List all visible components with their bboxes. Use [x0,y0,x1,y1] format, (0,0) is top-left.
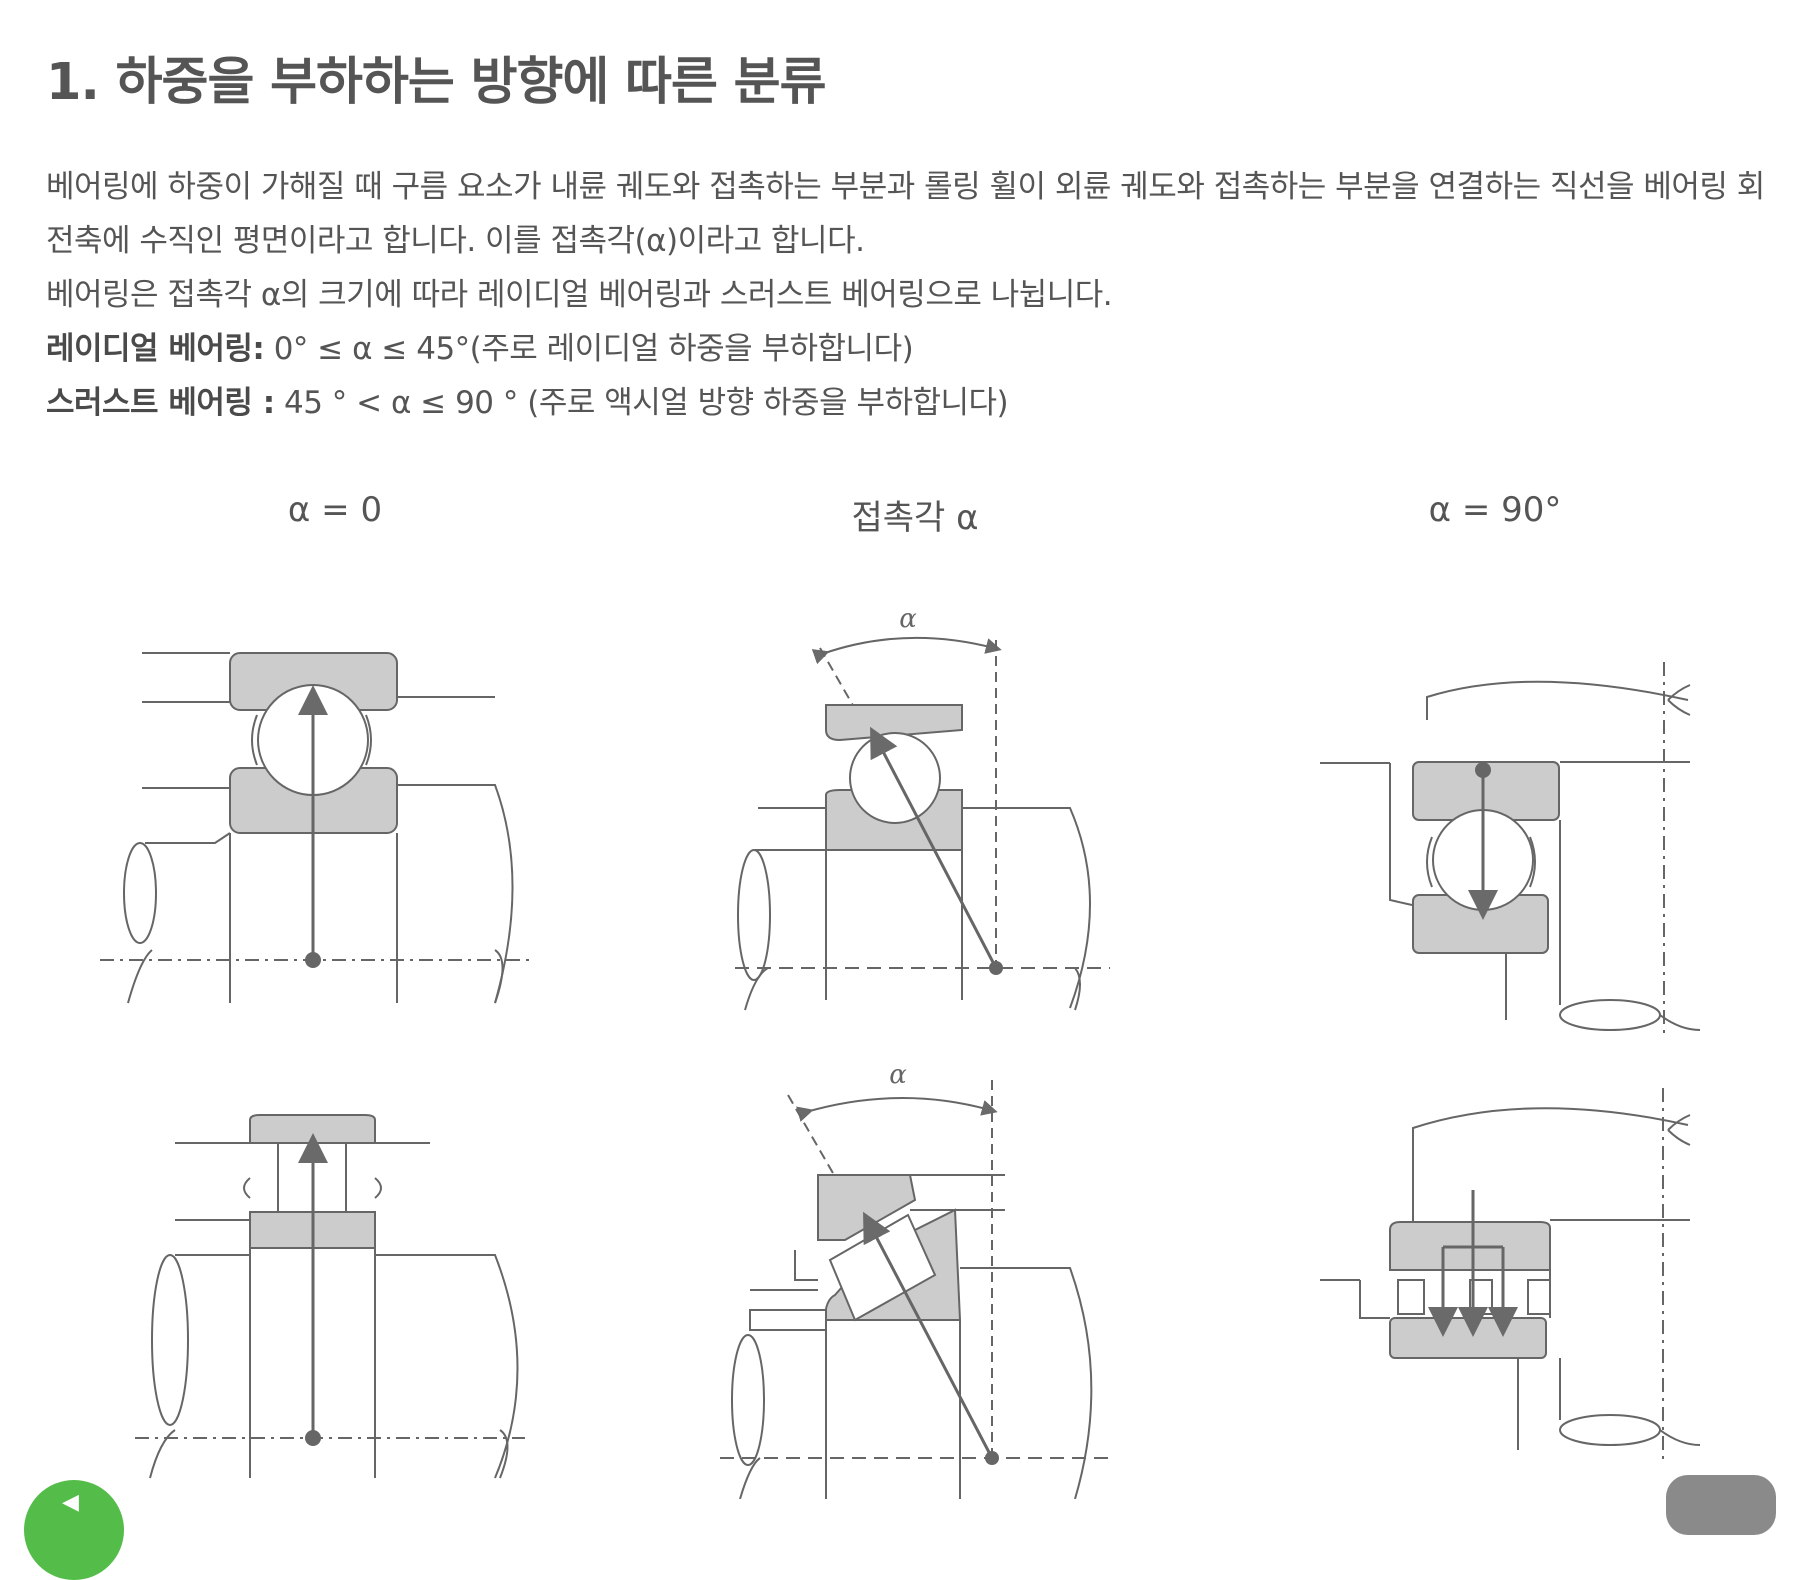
thrust-bearing-label: 스러스트 베어링 : [46,385,275,421]
chat-bubble-icon: ◀ [62,1490,79,1515]
column-label-alpha-ninety: α = 90° [1428,490,1562,530]
description-text: 베어링에 하중이 가해질 때 구름 요소가 내륜 궤도와 접촉하는 부분과 롤링… [46,160,1776,430]
scroll-top-button[interactable] [1666,1475,1776,1535]
column-label-alpha-zero: α = 0 [287,490,383,530]
alpha-label-bottom: α [889,1060,907,1090]
tapered-roller-bearing-diagram [720,1080,1110,1499]
radial-bearing-line: 레이디얼 베어링: 0° ≤ α ≤ 45°(주로 레이디얼 하중을 부하합니다… [46,322,1776,376]
radial-bearing-label: 레이디얼 베어링: [46,331,265,367]
classification-sentence: 베어링은 접촉각 α의 크기에 따라 레이디얼 베어링과 스러스트 베어링으로 … [46,277,1113,313]
column-label-contact-angle: 접촉각 α [851,498,979,538]
thrust-bearing-line: 스러스트 베어링 : 45 ° < α ≤ 90 ° (주로 액시얼 방향 하중… [46,376,1776,430]
angular-contact-bearing-diagram [735,636,1110,1011]
radial-ball-bearing-diagram [100,652,530,1004]
radial-roller-bearing-diagram [135,1114,525,1479]
radial-bearing-range: 0° ≤ α ≤ 45°(주로 레이디얼 하중을 부하합니다) [264,331,914,367]
page-title: 1. 하중을 부하하는 방향에 따른 분류 [46,53,827,112]
chat-button[interactable]: ◀ [24,1480,124,1580]
alpha-label-top: α [899,604,917,634]
contact-angle-definition: 베어링에 하중이 가해질 때 구름 요소가 내륜 궤도와 접촉하는 부분과 롤링… [46,169,1765,259]
bearing-diagrams: α [100,604,1701,1499]
thrust-roller-bearing-diagram [1320,1088,1701,1460]
thrust-ball-bearing-diagram [1320,662,1701,1035]
thrust-bearing-range: 45 ° < α ≤ 90 ° (주로 액시얼 방향 하중을 부하합니다) [274,385,1009,421]
